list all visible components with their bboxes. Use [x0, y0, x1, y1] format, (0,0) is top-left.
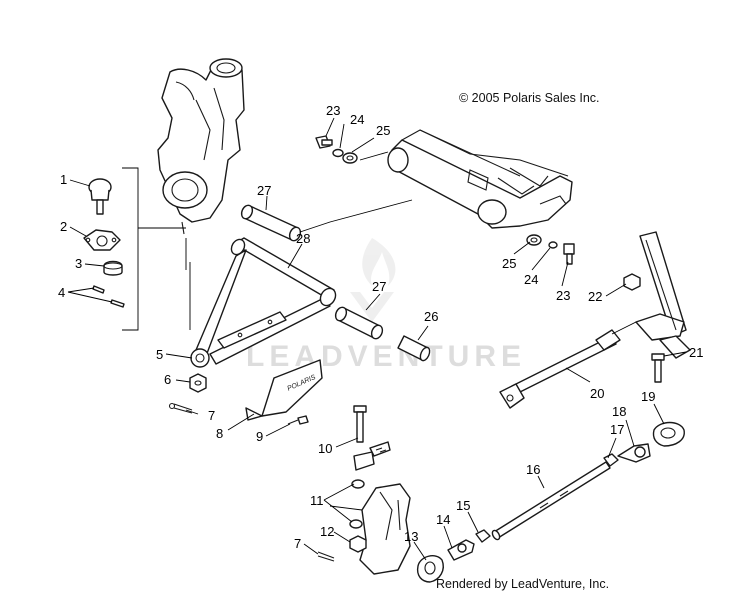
tie-rod-lower-end [353, 441, 391, 471]
part-14-rod-end [447, 539, 475, 561]
part-3-boot [103, 260, 123, 276]
steering-knuckle [157, 58, 245, 235]
callout-25-upper: 25 [376, 123, 390, 138]
callout-27-upper: 27 [257, 183, 271, 198]
callout-20: 20 [590, 386, 604, 401]
callout-labels: 1 2 3 4 5 6 7 8 9 10 11 12 7 13 14 15 16… [58, 103, 703, 551]
callout-22: 22 [588, 289, 602, 304]
callout-1: 1 [60, 172, 67, 187]
callout-3: 3 [75, 256, 82, 271]
callout-12: 12 [320, 524, 334, 539]
part-6-nut [189, 373, 207, 393]
watermark-text: LEADVENTURE [246, 340, 526, 373]
hardware-lower [526, 234, 575, 265]
callout-4: 4 [58, 285, 65, 300]
callout-5: 5 [156, 347, 163, 362]
part-2-retainer-plate [83, 229, 121, 251]
callout-26: 26 [424, 309, 438, 324]
callout-16: 16 [526, 462, 540, 477]
callout-18: 18 [612, 404, 626, 419]
bushing-lower [334, 306, 384, 340]
callout-23-lower: 23 [556, 288, 570, 303]
steering-post [635, 231, 691, 359]
part-19-rod-end [652, 421, 685, 447]
part-22-nut [623, 273, 641, 291]
callout-24-upper: 24 [350, 112, 364, 127]
callout-7-lower: 7 [294, 536, 301, 551]
callout-11: 11 [310, 493, 324, 508]
bushing-upper [240, 204, 302, 242]
part-1-ball-joint [88, 178, 112, 215]
callout-23-upper: 23 [326, 103, 340, 118]
part-7-cotter-pin-upper [168, 402, 193, 414]
callout-21: 21 [689, 345, 703, 360]
callout-14: 14 [436, 512, 450, 527]
rendered-by-text: Rendered by LeadVenture, Inc. [436, 577, 609, 591]
part-7-cotter-pin-lower [317, 551, 335, 562]
skid-plate: POLARIS [245, 359, 323, 421]
callout-10: 10 [318, 441, 332, 456]
pivot-pin [397, 335, 431, 362]
callout-19: 19 [641, 389, 655, 404]
watermark-logo [350, 238, 396, 322]
part-9-screw [287, 415, 309, 425]
callout-2: 2 [60, 219, 67, 234]
hardware-upper [315, 135, 358, 164]
callout-9: 9 [256, 429, 263, 444]
lower-knuckle [329, 483, 411, 575]
callout-28: 28 [296, 231, 310, 246]
callout-24-lower: 24 [524, 272, 538, 287]
callout-13: 13 [404, 529, 418, 544]
frame-assembly [359, 129, 573, 229]
part-12-nut [349, 535, 367, 553]
callout-15: 15 [456, 498, 470, 513]
a-arm [190, 237, 337, 368]
callout-27-lower: 27 [372, 279, 386, 294]
part-13-rod-end [416, 555, 444, 583]
callout-6: 6 [164, 372, 171, 387]
part-21-bolt [651, 353, 665, 383]
callout-25-lower: 25 [502, 256, 516, 271]
leader-lines [67, 117, 687, 561]
part-20-tie-rod [499, 321, 637, 409]
callout-8: 8 [216, 426, 223, 441]
part-10-bolt [353, 405, 367, 443]
copyright-text: © 2005 Polaris Sales Inc. [459, 91, 600, 105]
part-11-washers [349, 479, 365, 529]
part-15-jam-nut [475, 529, 491, 543]
callout-7-upper: 7 [208, 408, 215, 423]
part-4-bolts [92, 285, 125, 308]
callout-17: 17 [610, 422, 624, 437]
part-16-tie-rod-shaft [491, 461, 611, 541]
part-18-rod-end [617, 443, 651, 463]
